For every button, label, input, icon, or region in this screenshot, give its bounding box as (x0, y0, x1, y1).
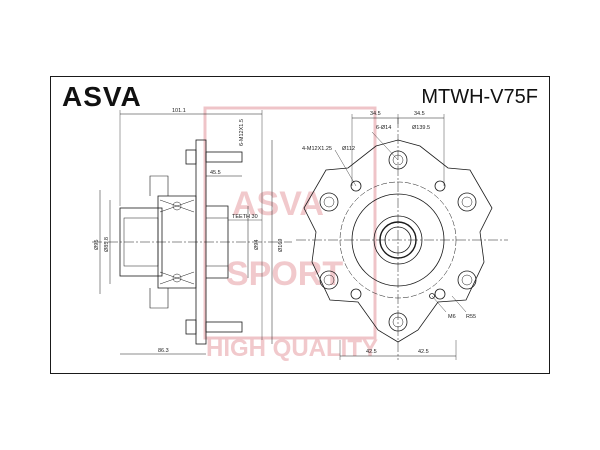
dim-pin: M6 (448, 314, 456, 320)
dim-stud-length: 45.5 (210, 170, 221, 176)
dim-pcd: Ø139.5 (412, 125, 430, 131)
side-view-dimensions: 101.1 6-M12X1.5 45.5 TEETH 30 Ø95 Ø85.8 … (94, 108, 284, 354)
dim-flange-offset: 86.3 (158, 348, 169, 354)
dim-offset-bottom-left: 42.5 (366, 349, 377, 355)
dim-stud-thread: 6-M12X1.5 (239, 119, 245, 146)
front-view-dimensions: 34.5 34.5 6-Ø14 Ø139.5 4-M12X1.25 Ø112 M… (302, 111, 476, 355)
dim-radius: R55 (466, 314, 476, 320)
part-number: MTWH-V75F (421, 86, 538, 108)
watermark-sport: SPORT (226, 255, 343, 293)
dim-pilot-dia: Ø94 (254, 240, 260, 250)
dim-offset-top-right: 34.5 (414, 111, 425, 117)
brand-logo: ASVA (62, 81, 142, 112)
watermark-frame (203, 106, 377, 340)
dim-overall-length: 101.1 (172, 108, 186, 114)
dim-hole-count: 6-Ø14 (376, 125, 391, 131)
dim-teeth: TEETH 30 (232, 214, 258, 220)
dim-pcd-small: Ø112 (342, 146, 355, 152)
side-view (92, 110, 292, 355)
dim-bore-outer: Ø95 (94, 240, 100, 250)
dim-thread-holes: 4-M12X1.25 (302, 146, 332, 152)
dim-offset-bottom-right: 42.5 (418, 349, 429, 355)
dim-offset-top-left: 34.5 (370, 111, 381, 117)
front-view (296, 114, 508, 360)
dim-flange-dia: Ø169 (278, 239, 284, 252)
dim-bore-inner: Ø85.8 (104, 237, 110, 252)
watermark-quality: HIGH QUALITY (206, 335, 378, 362)
drawing-frame (50, 76, 550, 374)
